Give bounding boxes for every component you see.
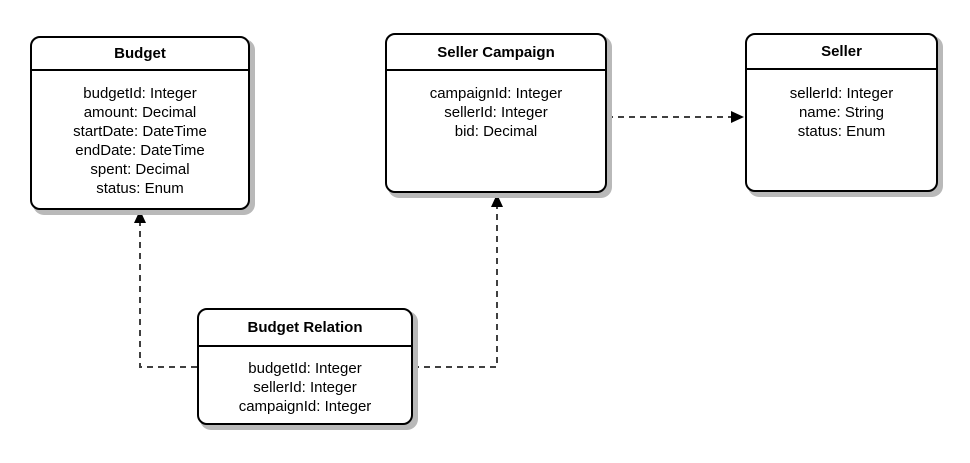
entity-seller-campaign[interactable]: Seller Campaign campaignId: Integer sell… [385,33,607,193]
arrowhead-icon [491,194,503,207]
entity-title: Budget Relation [247,319,363,336]
entity-field: sellerId: Integer [789,85,894,102]
connector-line[interactable] [139,222,197,368]
entity-title: Seller Campaign [437,43,555,61]
connector-line[interactable] [413,206,498,368]
connector-budget-relation-to-budget[interactable] [134,210,197,368]
entity-title: Seller [821,43,862,60]
entity-field: campaignId: Integer [238,398,372,415]
entity-field: campaignId: Integer [429,85,563,102]
entity-field: sellerId: Integer [253,379,357,396]
entity-body: budgetId: Integer amount: Decimal startD… [32,71,248,198]
entity-seller[interactable]: Seller sellerId: Integer name: String st… [745,33,938,192]
entity-header: Budget [32,38,248,71]
entity-title: Budget [114,45,166,62]
connector-budget-relation-to-seller-campaign[interactable] [413,194,503,368]
entity-field: endDate: DateTime [75,142,205,159]
entity-budget[interactable]: Budget budgetId: Integer amount: Decimal… [30,36,250,210]
entity-field: name: String [798,104,885,121]
entity-field: sellerId: Integer [444,104,548,121]
entity-field: budgetId: Integer [248,360,362,377]
entity-field: amount: Decimal [83,104,197,121]
entity-field: bid: Decimal [454,123,538,140]
entity-field: status: Enum [797,123,886,140]
entity-field: spent: Decimal [90,161,190,178]
arrowhead-icon [731,111,744,123]
entity-field: startDate: DateTime [73,123,207,140]
entity-header: Seller [747,35,936,70]
entity-body: sellerId: Integer name: String status: E… [747,70,936,141]
entity-budget-relation[interactable]: Budget Relation budgetId: Integer seller… [197,308,413,425]
entity-field: status: Enum [96,180,184,197]
entity-field: budgetId: Integer [83,85,197,102]
entity-header: Budget Relation [199,310,411,347]
connector-seller-campaign-to-seller[interactable] [607,111,744,123]
arrowhead-icon [134,210,146,223]
entity-body: campaignId: Integer sellerId: Integer bi… [387,71,605,141]
entity-body: budgetId: Integer sellerId: Integer camp… [199,347,411,416]
entity-header: Seller Campaign [387,35,605,71]
